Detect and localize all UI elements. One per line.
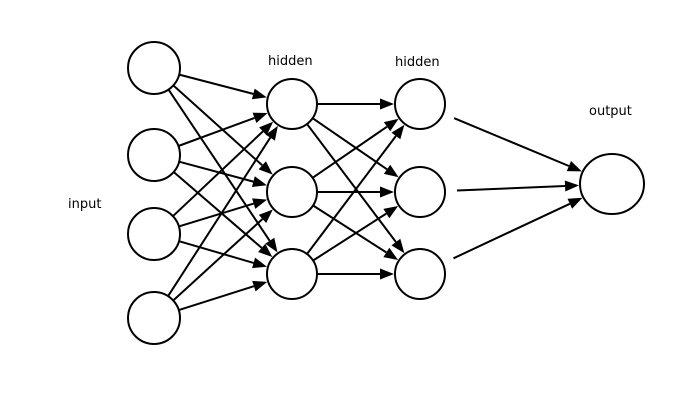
edge-input-2-to-hidden1-1 [178,202,254,228]
edge-input-1-to-hidden1-0 [178,116,255,147]
layer-label-output: output [589,104,632,119]
edge-input-0-to-hidden1-0 [178,73,254,95]
arrowhead-icon [391,124,405,140]
arrowhead-icon [566,161,582,172]
node-input-2 [127,207,181,261]
edge-input-2-to-hidden1-2 [178,240,254,264]
node-hidden2-1 [394,166,446,218]
arrowhead-icon [265,125,278,141]
edge-input-3-to-hidden1-2 [178,285,255,312]
node-input-3 [127,291,181,345]
edge-hidden1-0-to-hidden2-2 [306,123,397,243]
node-hidden1-2 [266,248,318,300]
layer-label-hidden-1: hidden [268,54,313,69]
arrowhead-icon [252,280,268,292]
edge-input-0-to-hidden1-1 [172,84,263,167]
node-hidden1-0 [266,78,318,130]
layer-label-hidden-2: hidden [395,55,440,70]
arrowhead-icon [258,243,273,257]
arrowhead-icon [383,247,399,260]
node-hidden2-2 [394,248,446,300]
arrowhead-icon [383,164,399,178]
edge-input-0-to-hidden1-2 [167,89,271,242]
arrowhead-icon [252,112,268,123]
edge-hidden1-1-to-hidden2-0 [312,125,388,179]
node-output-0 [579,153,645,215]
edge-input-3-to-hidden1-0 [167,137,272,297]
arrowhead-icon [251,88,267,100]
arrowhead-icon [564,180,579,192]
arrowhead-icon [567,197,583,209]
nodes-group [127,41,645,345]
arrowhead-icon [258,209,273,223]
node-hidden1-1 [266,166,318,218]
arrowhead-icon [380,268,394,280]
edge-hidden1-0-to-hidden2-1 [312,117,388,171]
arrowhead-icon [252,198,268,209]
edge-input-2-to-hidden1-0 [172,130,264,217]
node-input-1 [127,128,181,182]
arrowhead-icon [383,118,399,132]
node-hidden2-0 [394,78,446,130]
edge-hidden1-2-to-hidden2-0 [306,135,397,255]
arrowhead-icon [251,176,267,187]
edge-hidden2-2-to-output-0 [453,202,571,260]
edge-input-3-to-hidden1-1 [172,218,264,302]
arrowhead-icon [265,237,278,253]
edge-input-1-to-hidden1-2 [173,171,263,249]
arrowhead-icon [380,186,394,198]
node-input-0 [127,41,181,95]
arrowhead-icon [391,238,405,254]
arrowhead-icon [383,206,399,219]
arrowhead-icon [258,161,273,175]
edge-hidden2-1-to-output-0 [456,185,566,192]
edge-input-1-to-hidden1-1 [178,160,254,183]
arrowhead-icon [259,121,274,136]
layer-label-input: input [68,197,101,212]
edge-hidden1-2-to-hidden2-1 [312,212,387,262]
arrowhead-icon [380,98,394,110]
edges-group [167,73,583,312]
arrowhead-icon [252,257,267,269]
edge-hidden1-1-to-hidden2-2 [312,204,387,254]
edge-hidden2-0-to-output-0 [453,117,570,167]
